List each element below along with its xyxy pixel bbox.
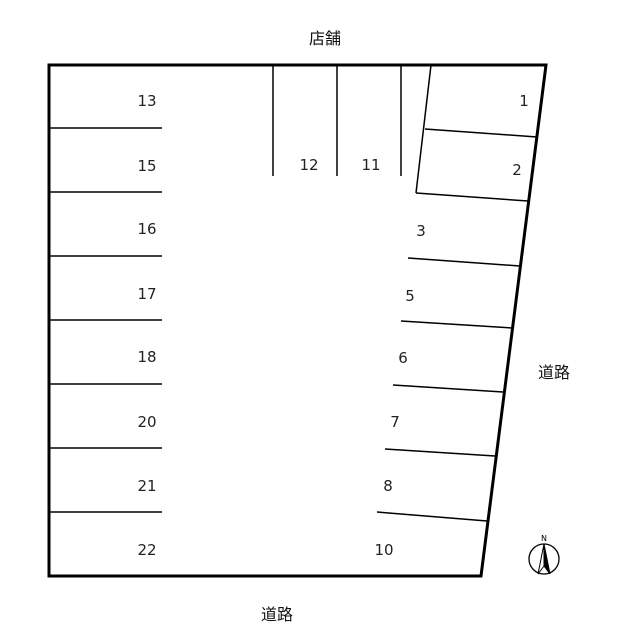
right-column-dividers: [376, 257, 521, 522]
space-10-label: 10: [374, 541, 393, 559]
north-label: N: [541, 534, 547, 543]
space-8-label: 8: [383, 477, 393, 495]
space-17-label: 17: [137, 285, 156, 303]
north-arrow-icon: N: [528, 534, 560, 575]
space-13-label: 13: [137, 92, 156, 110]
space-15-label: 15: [137, 157, 156, 175]
space-11-label: 11: [361, 156, 380, 174]
store-label: 店舗: [309, 29, 341, 48]
space-21-label: 21: [137, 477, 156, 495]
left-column-dividers: [49, 127, 162, 513]
space-3-label: 3: [416, 222, 426, 240]
road-label-east: 道路: [538, 363, 570, 382]
space-22-label: 22: [137, 541, 156, 559]
space-20-label: 20: [137, 413, 156, 431]
space-5-label: 5: [405, 287, 415, 305]
right-corner-block: [415, 64, 538, 202]
space-12-label: 12: [299, 156, 318, 174]
top-row-dividers: [272, 65, 402, 176]
road-label-south: 道路: [261, 605, 293, 624]
space-1-label: 1: [519, 92, 529, 110]
space-18-label: 18: [137, 348, 156, 366]
space-2-label: 2: [512, 161, 522, 179]
space-7-label: 7: [390, 413, 400, 431]
lot-outline: [47, 63, 548, 578]
space-6-label: 6: [398, 349, 408, 367]
space-16-label: 16: [137, 220, 156, 238]
